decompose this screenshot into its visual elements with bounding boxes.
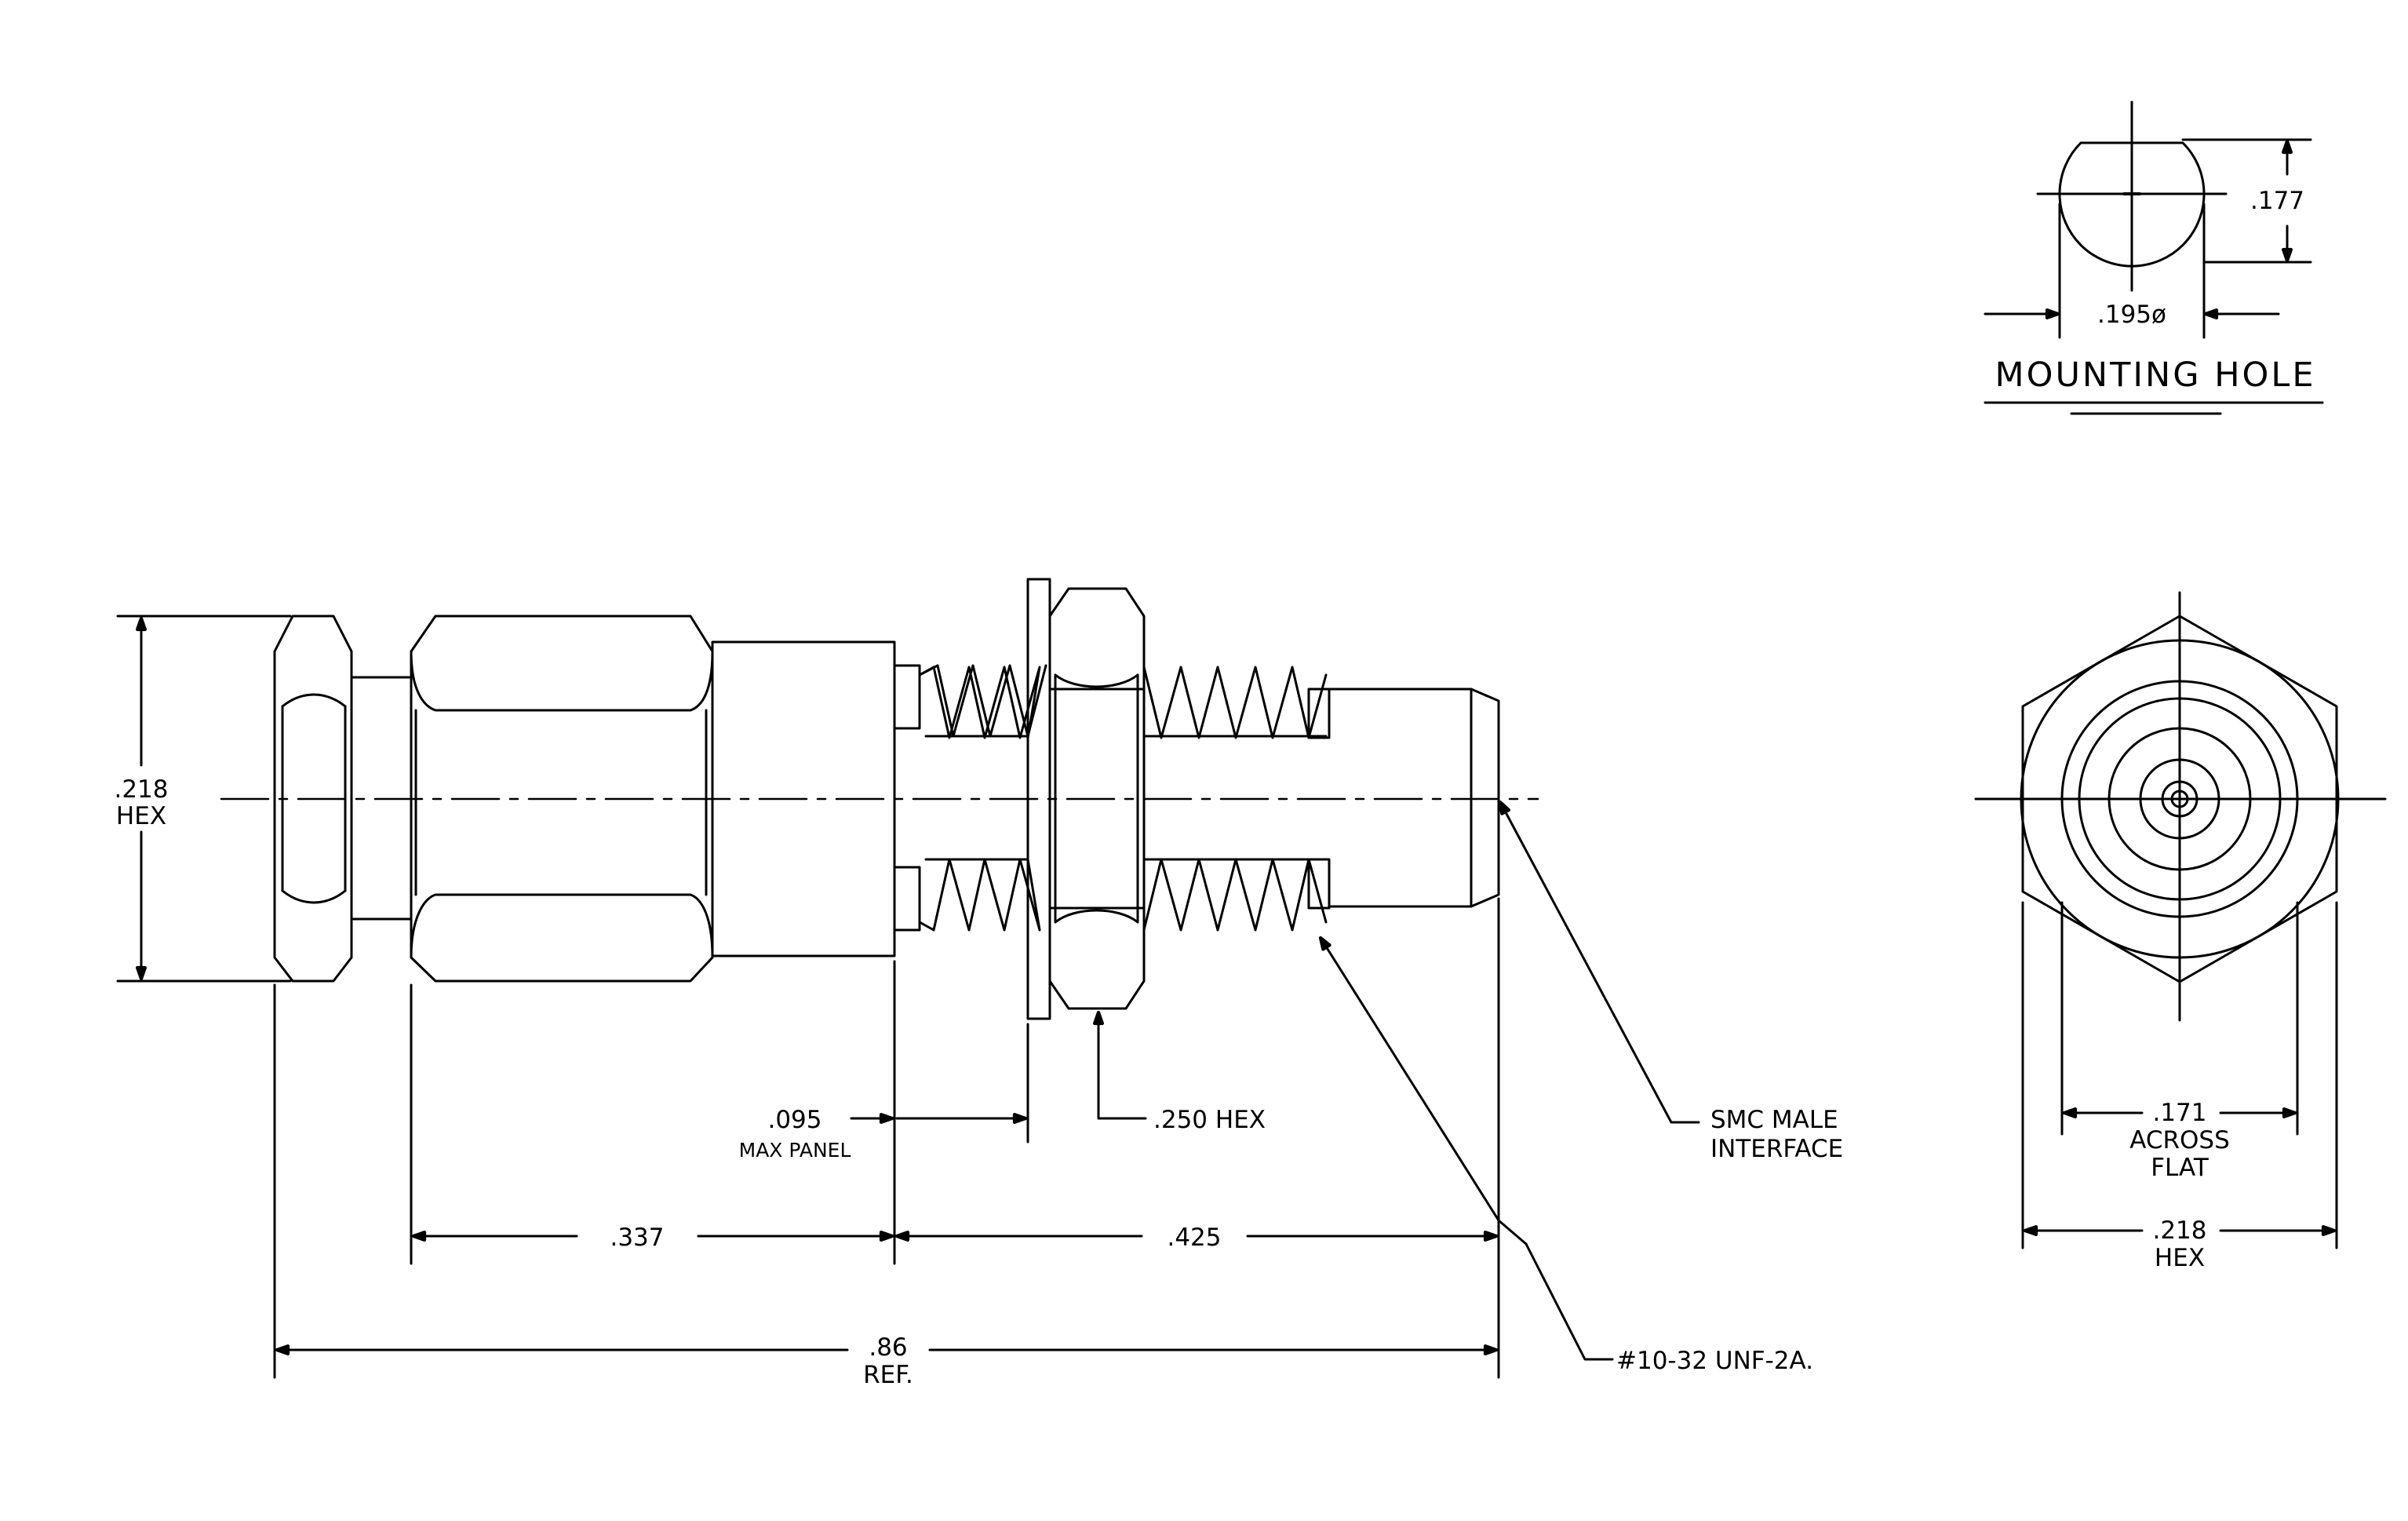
hex-outline: [273, 615, 353, 983]
hex-facet: [1054, 673, 1139, 688]
mounting-hole-title: MOUNTING HOLE: [1995, 356, 2316, 395]
end-view-ring-4: [2139, 758, 2220, 840]
thread-profile: [918, 858, 1041, 932]
hex-facet: [281, 693, 347, 708]
side-hex-label: HEX: [116, 802, 166, 830]
end-view-hex: [2021, 615, 2338, 983]
thread-leader-elbow: [1525, 1242, 1614, 1361]
flat-label-line1: ACROSS: [2129, 1126, 2230, 1154]
thread-end-top: [1307, 688, 1331, 739]
end-hex-label: HEX: [2155, 1244, 2205, 1272]
interface-leader: [1498, 800, 1700, 1124]
flat-dim: .171: [2152, 1099, 2206, 1127]
thread-upper-left: [918, 664, 1047, 739]
hex-outline: [1048, 587, 1146, 1010]
thread-profile: [1142, 666, 1328, 739]
mounting-hole-view: .177 .195ø MOUNTING HOLE: [1984, 100, 2324, 415]
thread-profile: [918, 666, 1041, 739]
thread-upper-right: [1142, 666, 1328, 739]
side-view: .218 HEX .095 MAX PANEL .250 HEX SMC MAL…: [114, 578, 1843, 1389]
thread-lower-right: [1142, 858, 1328, 932]
thread-leader: [1318, 936, 1500, 1222]
thread-leader-join: [1497, 1219, 1528, 1246]
interface-label-line1: SMC MALE: [1710, 1106, 1838, 1134]
len-b-dim: .425: [1167, 1224, 1221, 1252]
mounting-hole-height-dim: .177: [2250, 187, 2304, 215]
hex-facet: [1054, 909, 1139, 924]
nut-label: .250 HEX: [1153, 1106, 1266, 1134]
front-hex-nut: [1048, 587, 1146, 1010]
end-view-ring-3: [2107, 727, 2252, 871]
overall-dim: .86: [869, 1333, 907, 1362]
thread-lower-left: [918, 858, 1041, 932]
panel-label: MAX PANEL: [739, 1139, 851, 1162]
body-shoulder-bottom: [893, 866, 921, 932]
end-view-outer-circle: [2020, 639, 2340, 959]
panel-dim: .095: [767, 1106, 821, 1134]
end-view-pin: [2170, 790, 2189, 808]
thread-profile: [1142, 858, 1328, 932]
mounting-hole-diameter-dim: .195ø: [2097, 301, 2166, 329]
smc-interface: [1328, 688, 1500, 908]
coupling-hex: [410, 615, 714, 983]
connector-body: [711, 640, 896, 957]
overall-ref: REF.: [863, 1361, 913, 1389]
len-a-dim: .337: [610, 1224, 664, 1252]
thread-end-bottom: [1307, 858, 1331, 910]
end-view-ring-2: [2078, 697, 2282, 901]
hex-outline: [410, 615, 714, 983]
end-view-pin-outer: [2161, 780, 2199, 818]
interface-label-line2: INTERFACE: [1710, 1135, 1843, 1163]
mounting-hole-outline: [2058, 141, 2206, 268]
end-hex-dim: .218: [2152, 1216, 2206, 1245]
hex-facet: [410, 893, 714, 959]
hex-facet: [281, 889, 347, 904]
side-hex-dim: .218: [114, 775, 168, 804]
hex-facet: [410, 650, 714, 712]
body-shoulder-top: [893, 664, 921, 730]
thread-label: #10-32 UNF-2A.: [1616, 1347, 1813, 1375]
end-view-ring-1: [2060, 680, 2299, 918]
end-view: .171 ACROSS FLAT .218 HEX: [1974, 591, 2387, 1272]
rear-hex-nut: [273, 615, 353, 983]
flat-label-line2: FLAT: [2151, 1154, 2209, 1182]
nut-leader: [1093, 1010, 1147, 1120]
